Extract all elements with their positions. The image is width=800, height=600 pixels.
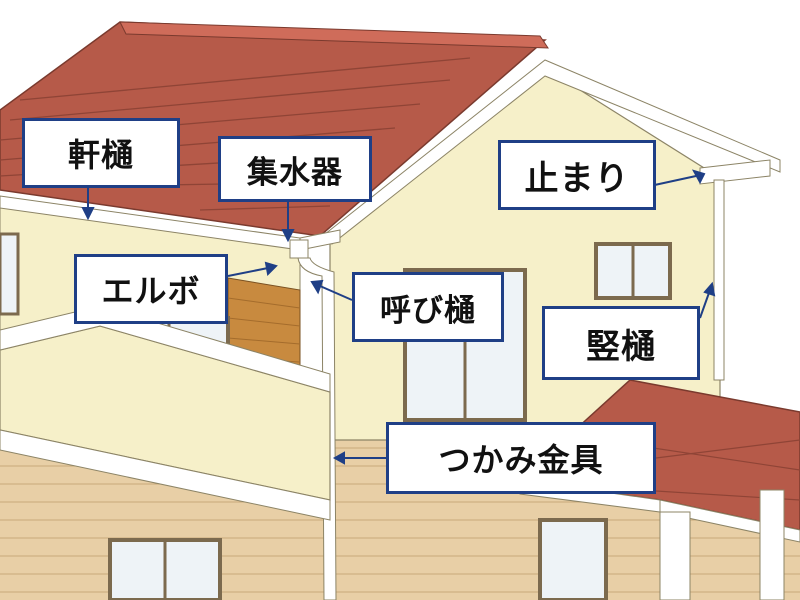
label-tatedoi: 竪樋 bbox=[542, 306, 700, 380]
pointer-arrows bbox=[81, 169, 716, 465]
porch bbox=[518, 379, 800, 600]
label-tsukami: つかみ金具 bbox=[386, 422, 656, 494]
label-shusuiki: 集水器 bbox=[218, 136, 372, 202]
label-elbow: エルボ bbox=[74, 254, 228, 324]
label-nokidoi: 軒樋 bbox=[22, 118, 180, 188]
window-right bbox=[594, 242, 672, 300]
right-gutter bbox=[699, 159, 771, 185]
right-downpipe bbox=[713, 179, 725, 381]
label-yobidoi: 呼び樋 bbox=[352, 272, 504, 342]
window-left-edge bbox=[0, 232, 20, 316]
window-ground-center bbox=[538, 518, 608, 600]
window-ground-left bbox=[108, 538, 222, 600]
label-tomari: 止まり bbox=[498, 140, 656, 210]
balcony bbox=[0, 305, 331, 521]
